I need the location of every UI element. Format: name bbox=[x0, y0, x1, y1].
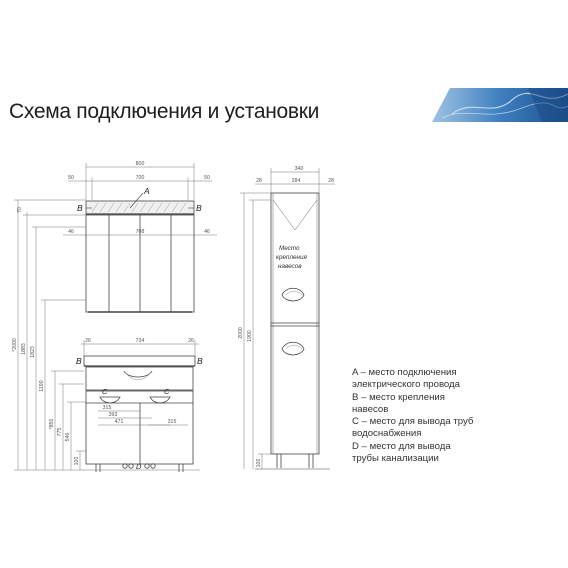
column-note-line-2: крепления bbox=[276, 254, 307, 261]
height-775: 775 bbox=[57, 428, 63, 437]
marker-b-left: B bbox=[77, 203, 83, 213]
marker-c-right: C bbox=[164, 387, 170, 396]
column-height-1900: 1900 bbox=[247, 330, 253, 342]
vanity-marker-b-right: B bbox=[197, 356, 203, 366]
column-dim-left: 28 bbox=[256, 178, 262, 184]
mirror-dim-left: 50 bbox=[68, 175, 74, 181]
column-dim-middle: 284 bbox=[292, 178, 301, 184]
height-1883: 1883 bbox=[21, 343, 27, 355]
vanity-unit bbox=[83, 355, 196, 472]
vanity-inner-a: 315 bbox=[103, 405, 112, 411]
mirror-dim-right: 50 bbox=[204, 175, 210, 181]
legend-line: C – место для вывода труб bbox=[352, 416, 474, 428]
legend-line: навесов bbox=[352, 403, 389, 415]
legend-line: A – место подключения bbox=[352, 367, 457, 378]
marker-c-left: C bbox=[102, 387, 108, 396]
legend-line: водоснабжения bbox=[352, 428, 422, 440]
height-2000: *2000 bbox=[12, 338, 18, 352]
column-width-total: 340 bbox=[295, 166, 304, 172]
legend: A – место подключения электрического про… bbox=[352, 367, 473, 465]
marker-a: A bbox=[143, 186, 150, 196]
page-title: Схема подключения и установки bbox=[9, 100, 320, 123]
column-note-line-1: Место bbox=[279, 245, 300, 252]
height-546: 546 bbox=[65, 433, 71, 442]
legend-line: трубы канализации bbox=[352, 453, 439, 465]
tall-column-cabinet bbox=[255, 192, 330, 470]
mirror-inner-left: 46 bbox=[68, 229, 74, 235]
height-1823: 1823 bbox=[30, 346, 36, 358]
vanity-inner-c: 471 bbox=[115, 419, 124, 425]
column-height-100: 100 bbox=[256, 459, 262, 468]
brand-banner-graphic bbox=[432, 88, 568, 122]
legend-line: электрического провода bbox=[352, 379, 460, 391]
vanity-inner-b: 393 bbox=[109, 412, 118, 418]
vanity-dim-middle: 734 bbox=[136, 338, 145, 344]
column-note-line-3: навесов bbox=[278, 263, 302, 270]
mirror-height-70: 70 bbox=[17, 207, 23, 213]
legend-line: D – место для вывода bbox=[352, 440, 451, 452]
legend-line: B – место крепления bbox=[352, 391, 445, 403]
mirror-inner-middle: 708 bbox=[136, 229, 145, 235]
marker-d: D bbox=[136, 462, 142, 471]
marker-b-right: B bbox=[196, 203, 202, 213]
vanity-dim-left: 26 bbox=[85, 338, 91, 344]
mirror-cabinet bbox=[85, 200, 195, 313]
mirror-dim-total: 800 bbox=[136, 161, 145, 167]
height-100: 100 bbox=[74, 457, 80, 466]
vanity-dim-right: 26 bbox=[188, 338, 194, 344]
mirror-dim-middle: 700 bbox=[136, 175, 145, 181]
mirror-inner-right: 46 bbox=[204, 229, 210, 235]
column-dim-right: 28 bbox=[328, 178, 334, 184]
vanity-inner-d: 315 bbox=[168, 419, 177, 425]
height-1190: 1190 bbox=[39, 380, 45, 391]
height-850: *850 bbox=[49, 419, 55, 430]
column-height-2000: 2000 bbox=[238, 327, 244, 339]
vanity-marker-b-left: B bbox=[76, 356, 82, 366]
